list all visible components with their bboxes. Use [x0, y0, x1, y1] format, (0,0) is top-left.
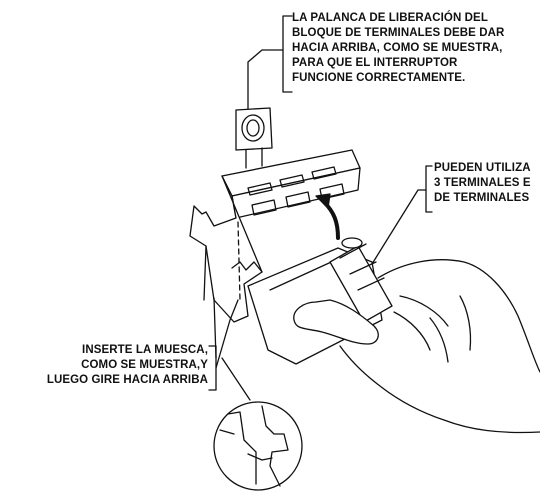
callout-line: PARA QUE EL INTERRUPTOR [292, 57, 458, 69]
hand [293, 259, 540, 434]
callout-line: COMO SE MUESTRA,Y [81, 359, 208, 371]
leader-terminals [371, 165, 433, 265]
callout-line: BLOQUE DE TERMINALES DEBE DAR [292, 27, 505, 39]
callout-line: LUEGO GIRE HACIA ARRIBA [46, 374, 208, 386]
leader-release-lever [247, 15, 293, 111]
callout-line: LA PALANCA DE LIBERACIÓN DEL [292, 12, 488, 24]
callout-line: PUEDEN UTILIZA [434, 162, 531, 174]
callout-line: INSERTE LA MUESCA, [82, 344, 208, 356]
callout-terminals: PUEDEN UTILIZA 3 TERMINALES E DE TERMINA… [434, 161, 540, 206]
callout-line: HACIA ARRIBA, COMO SE MUESTRA, [292, 42, 503, 54]
terminal-block-body [189, 149, 361, 323]
leader-notch [208, 299, 251, 401]
callout-notch: INSERTE LA MUESCA, COMO SE MUESTRA,Y LUE… [30, 343, 208, 388]
release-lever [235, 107, 273, 169]
plate-edge [203, 245, 217, 359]
rotate-up-arrow [315, 193, 340, 240]
callout-line: FUNCIONE CORRECTAMENTE. [292, 72, 466, 84]
notch-detail-circle [213, 401, 303, 491]
callout-release-lever: LA PALANCA DE LIBERACIÓN DEL BLOQUE DE T… [292, 11, 504, 86]
callout-line: 3 TERMINALES E [434, 177, 531, 189]
callout-line: DE TERMINALES [434, 192, 530, 204]
